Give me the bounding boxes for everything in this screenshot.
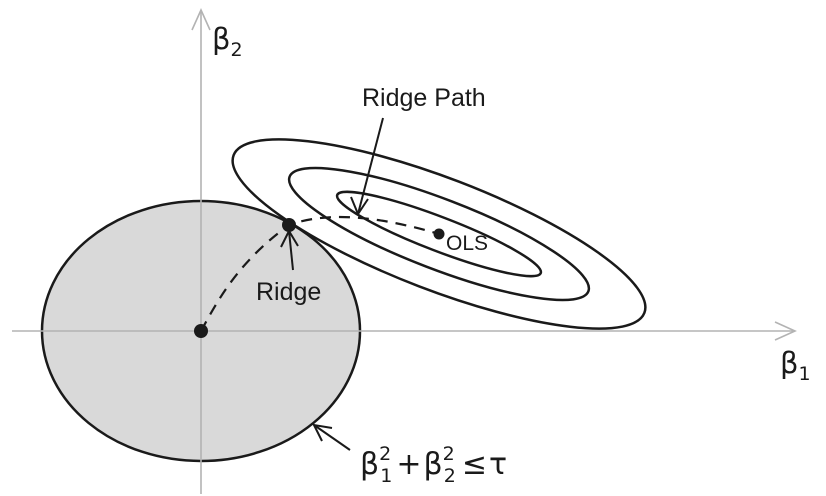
constraint-arrow <box>313 424 351 451</box>
formula-power-2: 2 <box>443 443 455 465</box>
formula-beta-2: β <box>423 447 442 482</box>
y-axis-arrowhead <box>191 8 211 31</box>
contour-outer <box>231 138 647 330</box>
formula-sub-2: 2 <box>444 465 456 487</box>
origin-point <box>194 324 208 338</box>
axes <box>12 8 797 494</box>
formula-plus: + <box>396 447 421 482</box>
y-axis-index: 2 <box>231 39 243 61</box>
x-axis-index: 1 <box>799 363 811 385</box>
annotation-arrows <box>280 117 384 451</box>
ols-label: OLS <box>446 232 488 255</box>
y-axis-label: β2 <box>212 22 243 61</box>
x-axis-arrowhead <box>774 321 797 341</box>
constraint-arrowhead <box>312 423 333 442</box>
ridge-point <box>282 218 296 232</box>
contour-inner <box>335 190 543 278</box>
ridge-arrowhead <box>280 228 299 248</box>
y-axis-symbol: β <box>212 22 231 56</box>
contour-middle <box>287 166 591 302</box>
ridge-path-label: Ridge Path <box>362 84 486 112</box>
x-axis-label: β1 <box>780 346 811 385</box>
ridge-label: Ridge <box>256 278 321 306</box>
ols-point <box>433 228 445 240</box>
formula-beta-1: β <box>360 447 379 482</box>
ridge-path-arrowhead <box>350 196 369 217</box>
formula-bound: τ <box>489 447 507 482</box>
formula-sub-1: 1 <box>380 465 392 487</box>
x-axis-symbol: β <box>780 346 799 380</box>
ridge-arrow <box>288 230 294 271</box>
formula-relation: ≤ <box>462 447 487 482</box>
ridge-path-arrow <box>357 117 384 215</box>
ols-contours <box>231 138 647 330</box>
formula-power-1: 2 <box>379 443 391 465</box>
